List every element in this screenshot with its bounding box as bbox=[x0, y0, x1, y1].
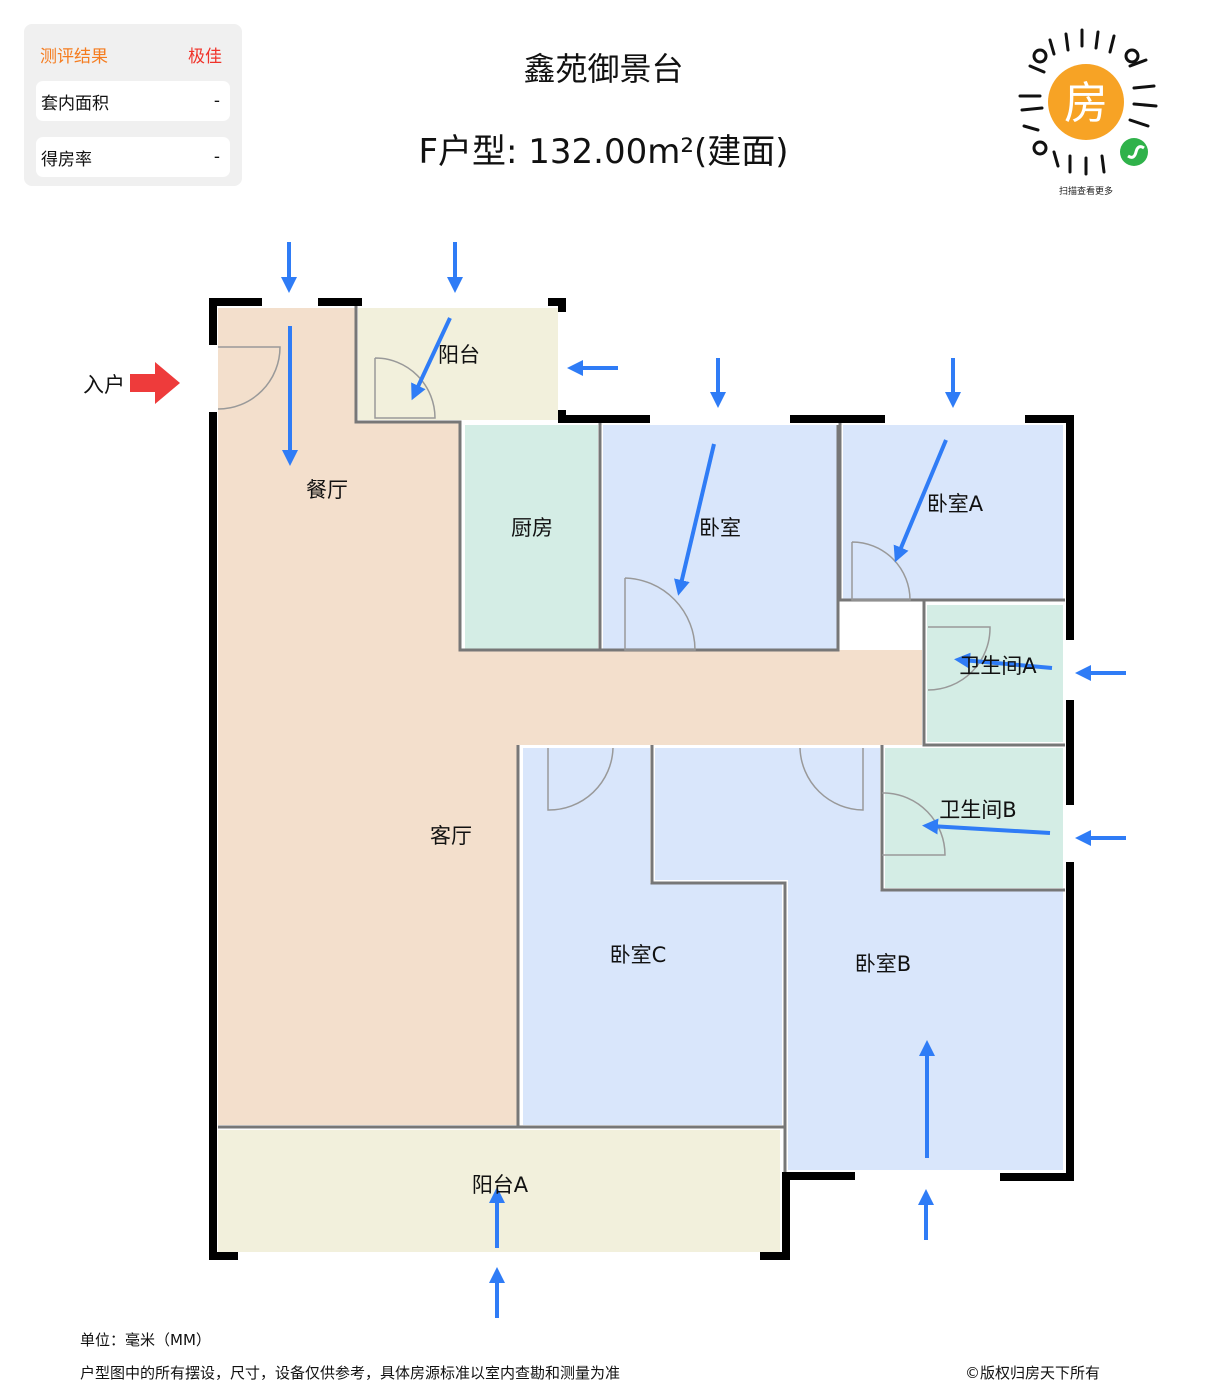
entry-arrow-icon bbox=[130, 362, 180, 404]
label-bath-a: 卫生间A bbox=[959, 654, 1037, 678]
evaluation-rating: 极佳 bbox=[188, 47, 222, 67]
efficiency-value: - bbox=[213, 147, 220, 167]
evaluation-panel: 测评结果 极佳 套内面积 - 得房率 - bbox=[24, 24, 242, 186]
room-bedroom-b bbox=[655, 748, 1063, 1170]
efficiency-label: 得房率 bbox=[41, 149, 92, 170]
ventilation-arrows bbox=[281, 242, 1126, 1318]
evaluation-header: 测评结果 bbox=[40, 47, 108, 67]
room-bedroom bbox=[603, 425, 838, 650]
label-bath-b: 卫生间B bbox=[939, 798, 1016, 822]
qr-logo-glyph: 房 bbox=[1064, 78, 1108, 129]
label-balcony-a: 阳台A bbox=[472, 1173, 529, 1197]
room-bedroom-a bbox=[843, 425, 1063, 600]
label-living: 客厅 bbox=[430, 824, 472, 848]
qr-logo bbox=[1048, 64, 1124, 140]
area-label: 套内面积 bbox=[41, 93, 109, 114]
mini-program-icon bbox=[1120, 138, 1148, 166]
entry-label: 入户 bbox=[83, 373, 125, 397]
label-dining: 餐厅 bbox=[306, 478, 348, 502]
room-kitchen bbox=[465, 425, 598, 650]
area-value: - bbox=[213, 91, 220, 111]
room-bath-a bbox=[927, 605, 1063, 742]
label-bedroom-a: 卧室A bbox=[927, 492, 984, 516]
label-bedroom-c: 卧室C bbox=[610, 943, 667, 967]
room-bedroom-c bbox=[523, 748, 782, 1125]
disclaimer: 户型图中的所有摆设，尺寸，设备仅供参考，具体房源标准以室内查勘和测量为准 bbox=[80, 1364, 621, 1382]
qr-caption: 扫描查看更多 bbox=[1058, 187, 1113, 197]
label-bedroom: 卧室 bbox=[699, 516, 741, 540]
room-bath-b bbox=[885, 748, 1063, 888]
qr-pattern-icon bbox=[1018, 28, 1158, 176]
label-kitchen: 厨房 bbox=[511, 516, 553, 540]
label-balcony: 阳台 bbox=[438, 343, 480, 367]
copyright: ©版权归房天下所有 bbox=[965, 1364, 1101, 1382]
inner-walls bbox=[218, 302, 1065, 1175]
page-title: 鑫苑御景台 bbox=[523, 50, 684, 88]
unit-note: 单位：毫米（MM） bbox=[80, 1331, 211, 1349]
area-row: 套内面积 - bbox=[36, 81, 230, 121]
qr-code[interactable]: 房 bbox=[1010, 26, 1162, 178]
unit-type-title: F户型: 132.00m²(建面) bbox=[418, 132, 789, 172]
outer-walls bbox=[209, 298, 1074, 1260]
label-bedroom-b: 卧室B bbox=[855, 952, 911, 976]
room-dining-living bbox=[218, 308, 922, 1125]
room-balcony bbox=[358, 308, 558, 420]
efficiency-row: 得房率 - bbox=[36, 137, 230, 177]
